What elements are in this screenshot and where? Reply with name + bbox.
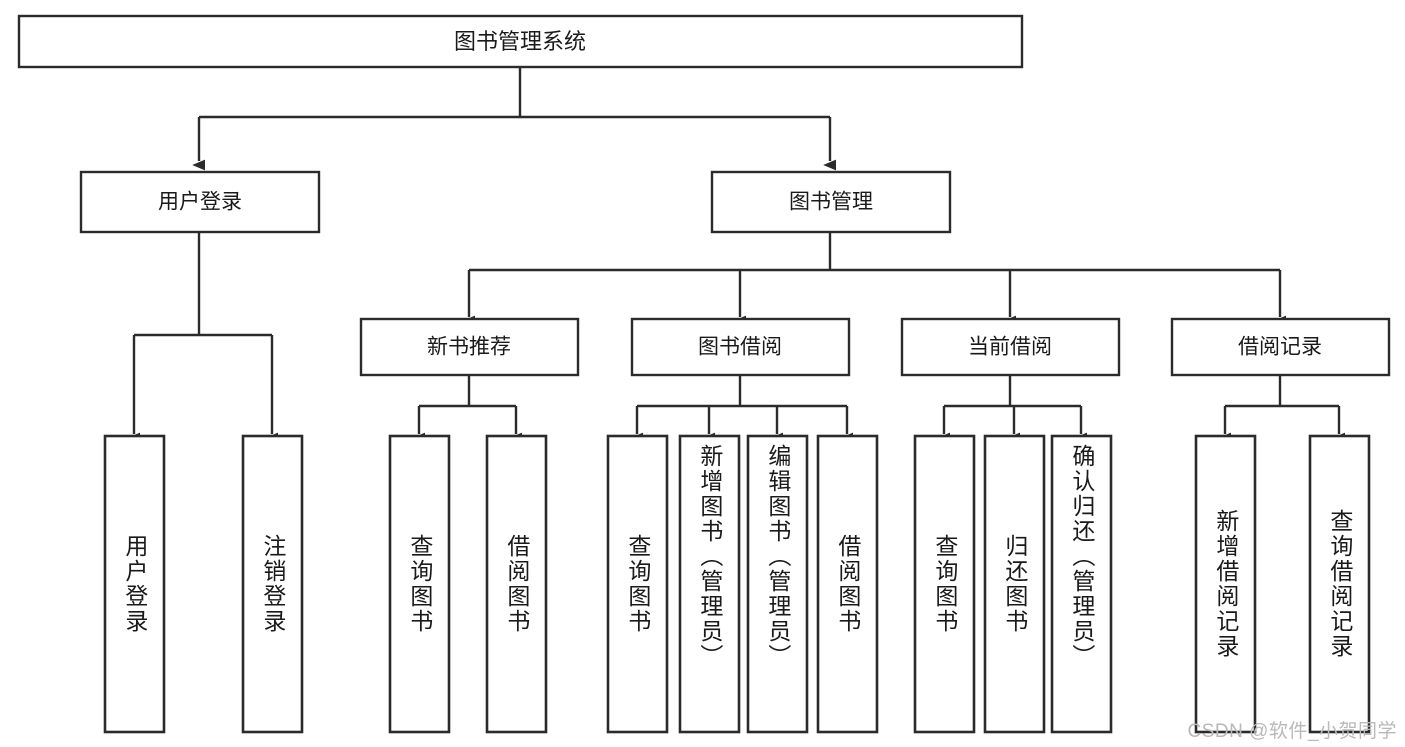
leaf-cell-user-login: 用户登录	[105, 436, 164, 732]
leaf-label-confirm-return: 确认归还（管理员）	[1068, 444, 1095, 669]
node-layer: 图书管理系统 用户登录 图书管理 新书推荐 图书借阅 当前借阅 借阅记录	[17, 14, 1391, 377]
node-user-login[interactable]	[79, 170, 321, 234]
leaf-label-query-record: 查询借阅记录	[1326, 509, 1353, 659]
node-root-label: 图书管理系统	[454, 29, 586, 54]
leaf-box-add-record[interactable]	[1194, 434, 1257, 734]
leaf-box-edit-book[interactable]	[746, 434, 809, 734]
node-root[interactable]	[17, 14, 1024, 69]
watermark-text: CSDN @软件_小贺同学	[1187, 721, 1397, 742]
leaf-box-user-logout[interactable]	[241, 434, 304, 734]
leaf-cell-query-book-1: 查询图书	[390, 436, 449, 732]
leaf-label-borrow-book-1: 借阅图书	[503, 534, 530, 634]
leaf-label-add-book: 新增图书（管理员）	[696, 444, 723, 669]
leaf-cell-confirm-return: 确认归还（管理员）	[1052, 444, 1111, 732]
leaf-label-query-book-3: 查询图书	[931, 534, 958, 634]
leaf-cell-query-book-2: 查询图书	[608, 436, 667, 732]
node-book-borrow[interactable]	[630, 317, 851, 377]
leaf-label-add-record: 新增借阅记录	[1212, 509, 1239, 659]
leaf-box-query-record[interactable]	[1308, 434, 1371, 734]
node-book-borrow-label: 图书借阅	[698, 336, 782, 359]
node-user-login-label: 用户登录	[158, 191, 242, 214]
node-new-book-recommend[interactable]	[359, 317, 580, 377]
leaf-cell-user-logout: 注销登录	[243, 436, 302, 732]
leaf-label-borrow-book-2: 借阅图书	[834, 534, 861, 634]
node-borrow-record[interactable]	[1170, 317, 1391, 377]
leaf-cell-borrow-book-1: 借阅图书	[487, 436, 546, 732]
leaf-label-return-book: 归还图书	[1001, 534, 1028, 634]
leaf-box-query-book-1[interactable]	[388, 434, 451, 734]
leaf-cell-add-record: 新增借阅记录	[1196, 436, 1255, 732]
leaf-label-query-book-2: 查询图书	[624, 534, 651, 634]
leaf-box-borrow-book-2[interactable]	[816, 434, 879, 734]
leaf-box-return-book[interactable]	[983, 434, 1046, 734]
node-book-management-label: 图书管理	[789, 191, 873, 214]
leaf-cell-edit-book: 编辑图书（管理员）	[748, 444, 807, 732]
node-new-book-recommend-label: 新书推荐	[427, 336, 511, 359]
leaf-box-user-login[interactable]	[103, 434, 166, 734]
leaf-box-borrow-book-1[interactable]	[485, 434, 548, 734]
leaf-label-user-logout: 注销登录	[259, 534, 286, 634]
node-current-borrow[interactable]	[900, 317, 1121, 377]
leaf-cell-borrow-book-2: 借阅图书	[818, 436, 877, 732]
leaf-cell-query-record: 查询借阅记录	[1310, 436, 1369, 732]
node-current-borrow-label: 当前借阅	[968, 336, 1052, 359]
leaf-cell-query-book-3: 查询图书	[915, 436, 974, 732]
leaf-cell-add-book: 新增图书（管理员）	[680, 444, 739, 732]
leaf-label-edit-book: 编辑图书（管理员）	[764, 444, 791, 669]
node-book-management[interactable]	[710, 170, 952, 234]
node-borrow-record-label: 借阅记录	[1238, 336, 1322, 359]
leaf-box-query-book-3[interactable]	[913, 434, 976, 734]
leaf-box-add-book[interactable]	[678, 434, 741, 734]
leaf-cell-return-book: 归还图书	[985, 436, 1044, 732]
leaf-label-query-book-1: 查询图书	[406, 534, 433, 634]
leaf-label-user-login: 用户登录	[121, 534, 148, 634]
leaf-box-query-book-2[interactable]	[606, 434, 669, 734]
leaf-box-confirm-return[interactable]	[1050, 434, 1113, 734]
leaf-layer	[103, 434, 1371, 734]
connector-layer	[127, 67, 1346, 444]
